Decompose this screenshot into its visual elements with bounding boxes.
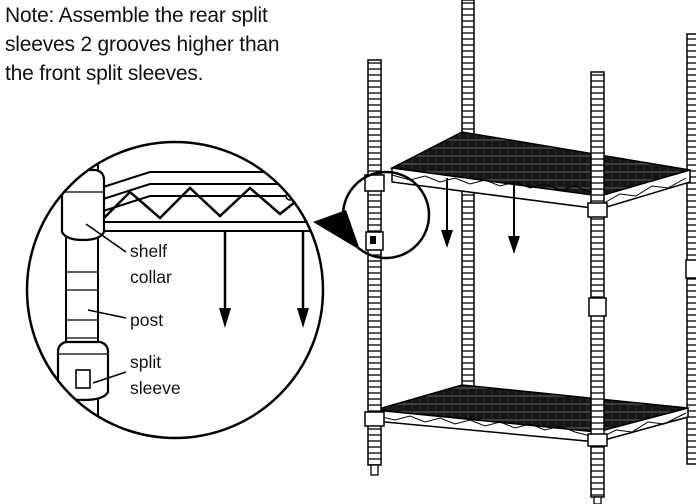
shelf-down-arrow-right [508, 185, 520, 254]
bottom-shelf [374, 384, 689, 443]
zoom-detail-border [25, 140, 325, 440]
post-front-left [367, 59, 382, 466]
zoom-target-ring [341, 170, 431, 260]
shelving-unit [364, 0, 696, 504]
label-split-text: split [130, 352, 161, 372]
label-split: split [130, 352, 161, 372]
note-line-2: sleeves 2 grooves higher than [5, 33, 280, 56]
zoom-callout-pointer [313, 210, 360, 250]
note-line-3: the front split sleeves. [5, 62, 204, 85]
zoom-detail [27, 142, 323, 438]
label-sleeve: sleeve [130, 378, 181, 398]
label-shelf-collar: shelf [130, 241, 167, 261]
detail-down-arrow-right [297, 230, 309, 328]
shelf-down-arrow-left [441, 178, 453, 248]
label-sleeve-text: sleeve [130, 378, 181, 398]
detail-down-arrow-left [219, 230, 231, 328]
label-collar-text: collar [130, 267, 172, 287]
label-shelf: shelf [130, 241, 167, 261]
post-back-left [461, 0, 475, 411]
label-collar: collar [130, 267, 172, 287]
label-post: post [130, 310, 163, 330]
top-shelf [389, 131, 691, 211]
post-back-right [686, 33, 696, 465]
assembly-note: Note: Assemble the rear split sleeves 2 … [5, 1, 335, 88]
note-line-1: Note: Assemble the rear split [5, 4, 268, 27]
